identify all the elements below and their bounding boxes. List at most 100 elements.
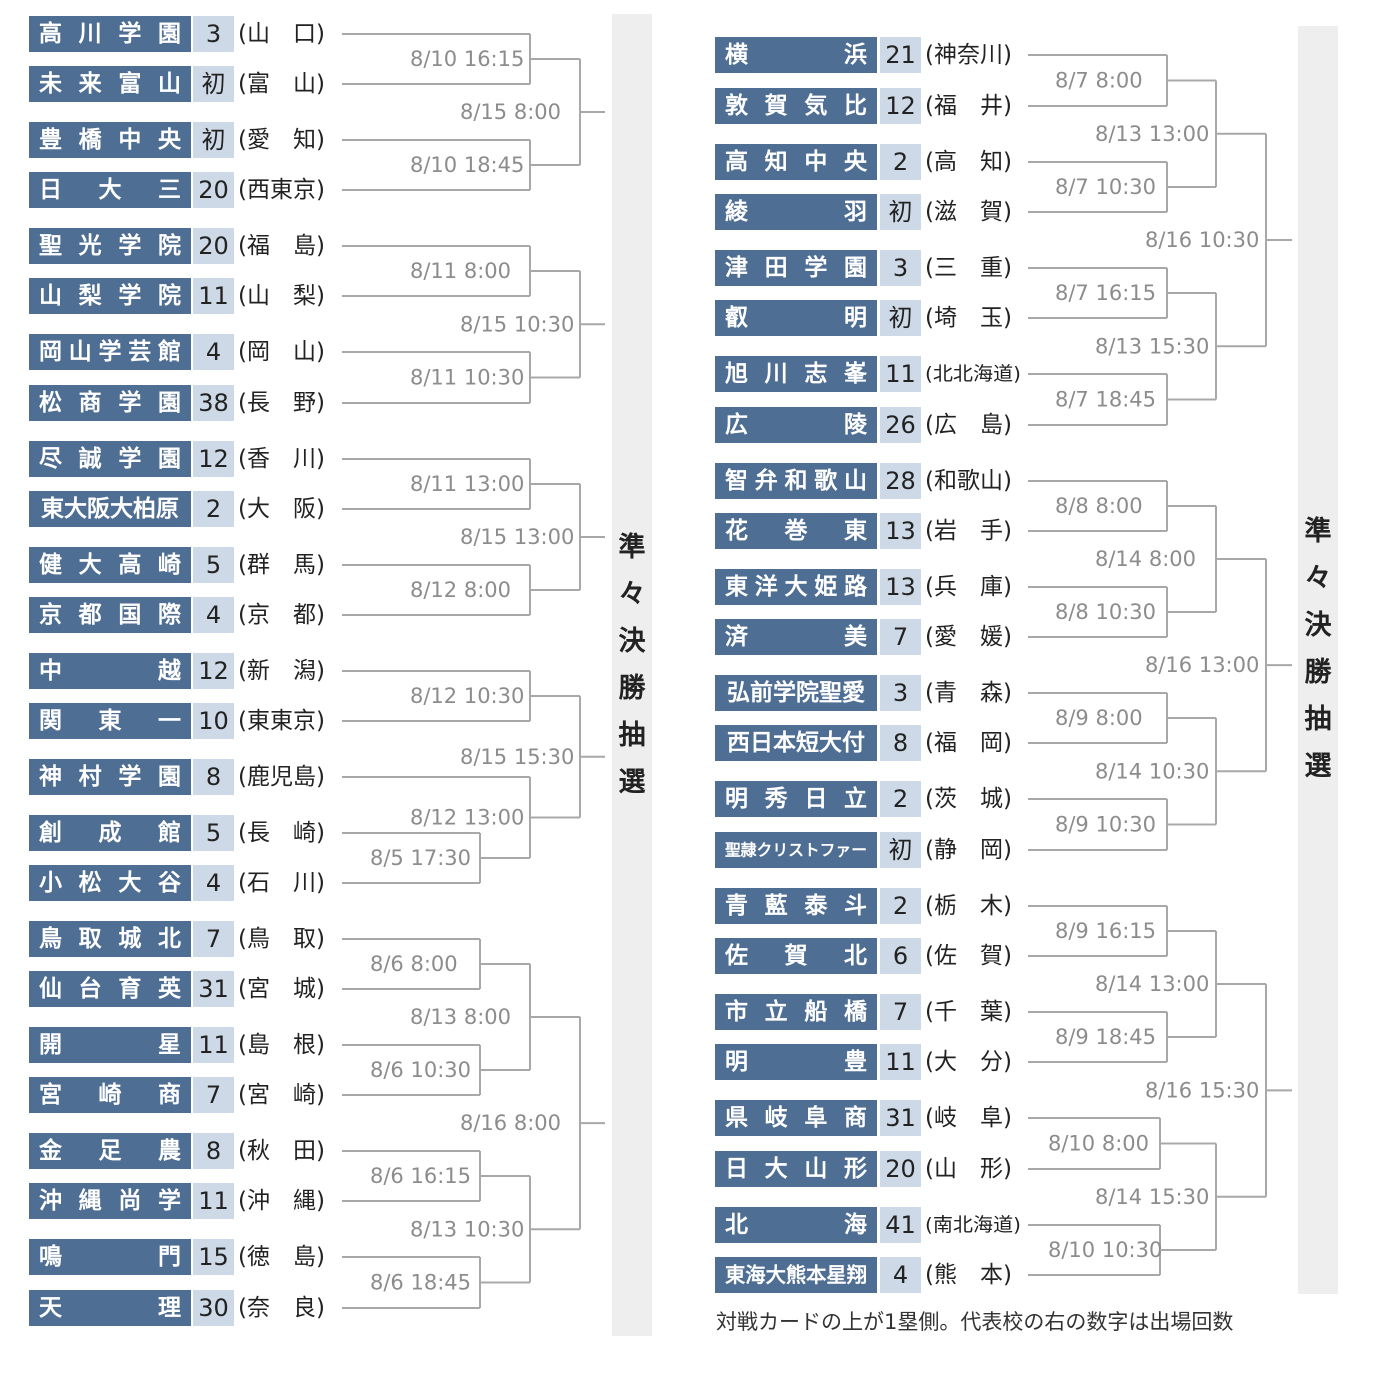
prefecture: (愛 媛) xyxy=(925,624,1012,650)
prefecture: (岐 阜) xyxy=(925,1105,1012,1131)
appearance-count: 12 xyxy=(198,445,229,473)
prefecture: (石 川) xyxy=(238,870,325,896)
team-name-char: 未 xyxy=(39,71,62,97)
appearance-count: 4 xyxy=(206,338,221,366)
match-date: 8/13 10:30 xyxy=(410,1217,524,1241)
appearance-count: 20 xyxy=(198,232,229,260)
team-name-char: 敦 xyxy=(725,92,749,119)
appearance-count: 31 xyxy=(885,1104,916,1132)
prefecture: (富 山) xyxy=(238,71,325,97)
team-name-box xyxy=(29,1239,191,1275)
title-char: 決 xyxy=(618,626,646,657)
appearance-count-box xyxy=(880,938,921,974)
team-name-box xyxy=(29,228,191,264)
appearance-count: 20 xyxy=(198,176,229,204)
team-name-char: 台 xyxy=(79,975,102,1002)
team-name-char: 園 xyxy=(158,21,181,47)
team-name-char: 羽 xyxy=(844,199,867,225)
team-name-box xyxy=(715,1044,877,1080)
appearance-count: 15 xyxy=(198,1243,229,1271)
team-name-char: 北 xyxy=(844,943,867,969)
match-date: 8/15 10:30 xyxy=(460,312,574,336)
appearance-count: 8 xyxy=(893,729,908,757)
team-name-box xyxy=(715,300,877,336)
appearance-count: 3 xyxy=(893,254,908,282)
team-name-box xyxy=(29,815,191,851)
team-name: 西日本短大付 xyxy=(727,729,865,756)
prefecture: (宮 城) xyxy=(238,976,325,1002)
team-name-box xyxy=(715,1207,877,1243)
team-name-char: 藍 xyxy=(765,893,788,919)
team-name-char: 豊 xyxy=(844,1048,867,1075)
team-name-char: 中 xyxy=(804,149,827,175)
team-name-box xyxy=(715,781,877,817)
team-name-box xyxy=(715,37,877,73)
appearance-count-box xyxy=(880,250,921,286)
prefecture: (青 森) xyxy=(925,680,1012,706)
match-date: 8/6 16:15 xyxy=(370,1164,471,1188)
prefecture: (千 葉) xyxy=(925,999,1012,1025)
appearance-count-box xyxy=(193,703,234,739)
team-name-box xyxy=(29,759,191,795)
team-name-char: 村 xyxy=(79,764,102,790)
team-name-char: 市 xyxy=(725,998,748,1025)
appearance-count: 5 xyxy=(206,819,221,847)
team-name-char: 大 xyxy=(79,552,102,578)
prefecture: (滋 賀) xyxy=(925,199,1012,225)
title-char: 勝 xyxy=(618,673,646,704)
match-date: 8/16 10:30 xyxy=(1145,228,1259,252)
appearance-count-box xyxy=(880,300,921,336)
appearance-count-box xyxy=(193,815,234,851)
team-name-char: 花 xyxy=(725,518,748,544)
match-date: 8/11 13:00 xyxy=(410,472,524,496)
team-name-char: 東 xyxy=(99,708,122,734)
team-name-char: 央 xyxy=(158,127,182,153)
prefecture: (西東京) xyxy=(238,177,325,203)
prefecture: (大 阪) xyxy=(238,496,325,522)
team-name-char: 岐 xyxy=(765,1105,789,1131)
team-name-char: 中 xyxy=(118,127,141,153)
appearance-count: 4 xyxy=(206,869,221,897)
team-name-box xyxy=(29,122,191,158)
team-name-box xyxy=(715,569,877,605)
appearance-count: 4 xyxy=(893,1261,908,1289)
team-name-char: 泰 xyxy=(803,892,828,919)
appearance-count-box xyxy=(193,491,234,527)
prefecture: (新 潟) xyxy=(238,658,325,684)
team-name-box xyxy=(715,88,877,124)
team-name-box xyxy=(29,491,191,527)
team-name-char: 育 xyxy=(118,975,141,1002)
appearance-count-box xyxy=(880,675,921,711)
team-name-char: 賀 xyxy=(784,943,808,969)
match-date: 8/12 13:00 xyxy=(410,806,524,830)
appearance-count-box xyxy=(880,194,921,230)
appearance-count-box xyxy=(193,1183,234,1219)
appearance-count-box xyxy=(193,547,234,583)
appearance-count: 7 xyxy=(206,925,221,953)
prefecture: (島 根) xyxy=(238,1032,325,1058)
team-name-char: 陵 xyxy=(844,411,868,438)
team-name-char: 学 xyxy=(158,1187,181,1214)
title-char: 々 xyxy=(618,579,646,610)
team-name-char: 松 xyxy=(79,870,102,896)
appearance-count: 21 xyxy=(885,41,916,69)
team-name-char: 鳴 xyxy=(39,1244,62,1270)
appearance-count-box xyxy=(880,88,921,124)
team-name-char: 気 xyxy=(804,92,827,119)
team-name-char: 知 xyxy=(765,148,788,175)
match-date: 8/11 10:30 xyxy=(410,366,524,390)
team-name-char: 商 xyxy=(158,1081,181,1108)
team-name-char: 金 xyxy=(38,1137,63,1164)
team-name-char: 開 xyxy=(39,1032,62,1058)
team-name-char: 横 xyxy=(725,42,748,68)
team-name-box xyxy=(715,250,877,286)
left-title: 準々決勝抽選 xyxy=(612,524,652,806)
appearance-count: 2 xyxy=(206,495,221,523)
team-name-char: 崎 xyxy=(99,1082,122,1108)
appearance-count: 11 xyxy=(885,360,916,388)
team-name-char: 形 xyxy=(844,1156,867,1182)
team-name-char: 比 xyxy=(844,93,867,119)
team-name-char: 東 xyxy=(844,518,867,544)
appearance-count-box xyxy=(193,1239,234,1275)
team-name-char: 明 xyxy=(725,1049,748,1075)
